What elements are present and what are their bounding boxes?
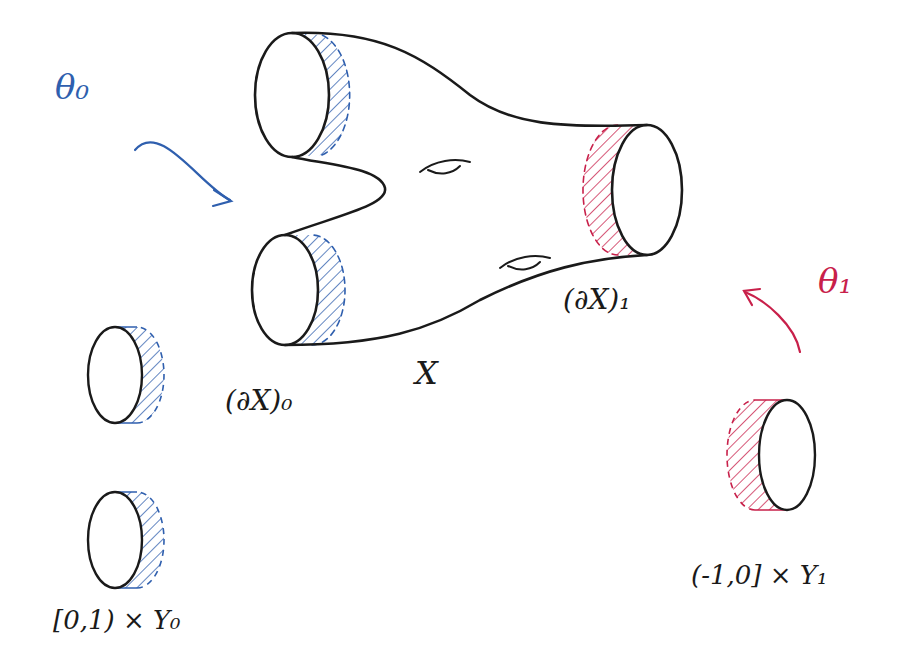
collar-label: [0,1) × Y₀ <box>50 605 184 636</box>
collar-pieces <box>88 327 815 588</box>
boundary-label: (∂X)₁ <box>560 284 633 317</box>
manifold-label: X <box>412 355 441 392</box>
map-label: θ₁ <box>815 262 855 301</box>
collar-label: (-1,0] × Y₁ <box>688 560 830 591</box>
boundary-label: (∂X)₀ <box>222 385 295 418</box>
map-label: θ₀ <box>52 68 92 107</box>
map-arrows <box>135 142 800 352</box>
surface <box>252 33 682 345</box>
